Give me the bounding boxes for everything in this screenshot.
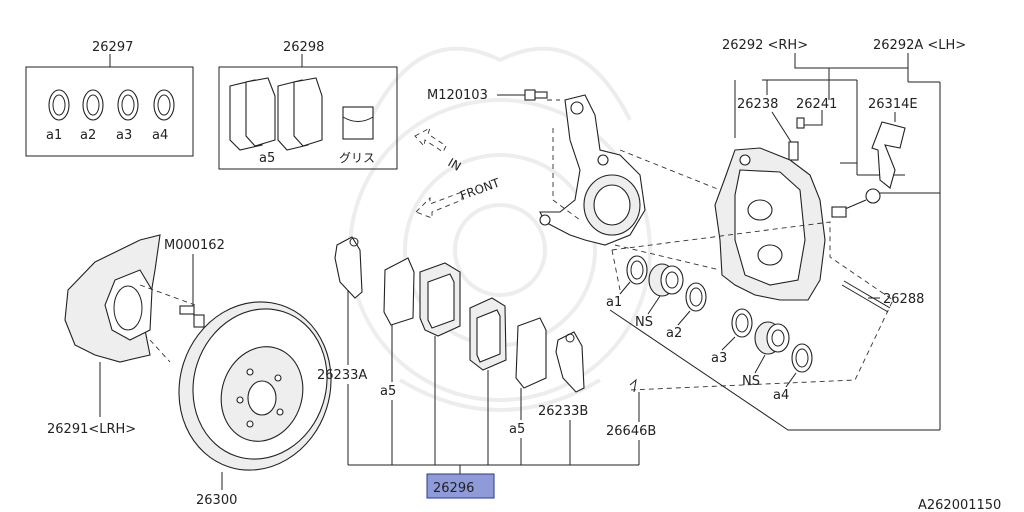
brake-caliper xyxy=(714,147,826,301)
piston-ns1 xyxy=(648,263,684,297)
piston-seal-a1 xyxy=(626,255,648,285)
label-caliper-rh[interactable]: 26292 <RH> xyxy=(722,38,808,53)
seal-kit-box xyxy=(25,66,194,157)
pad-spring-clip xyxy=(871,121,906,189)
brake-rotor xyxy=(178,301,332,471)
label-shim-inner[interactable]: 26233A xyxy=(317,368,367,383)
label-seal-a1: a1 xyxy=(46,128,62,143)
label-shim-inner-a5: a5 xyxy=(380,384,396,399)
label-piston-a3: a3 xyxy=(711,351,727,366)
label-seal-a2: a2 xyxy=(80,128,96,143)
label-bleeder[interactable]: 26238 xyxy=(737,97,778,112)
arrow-in-icon xyxy=(414,127,447,153)
label-caliper-lh[interactable]: 26292A <LH> xyxy=(873,38,966,53)
diagram-id: A262001150 xyxy=(918,498,1001,512)
label-pad-kit-a5: a5 xyxy=(259,151,275,166)
pad-kit-box xyxy=(218,66,398,170)
cover-bolt xyxy=(179,305,205,328)
steering-knuckle xyxy=(539,94,646,246)
label-piston-a4: a4 xyxy=(773,388,789,403)
label-seal-a3: a3 xyxy=(116,128,132,143)
label-piston-ns1: NS xyxy=(635,315,653,330)
label-piston-ns2: NS xyxy=(742,374,760,389)
label-piston-a2: a2 xyxy=(666,326,682,341)
label-spring[interactable]: 26314E xyxy=(868,97,918,112)
label-seal-a4: a4 xyxy=(152,128,168,143)
piston-seal-a3 xyxy=(731,308,753,338)
label-bleeder-cap[interactable]: 26241 xyxy=(796,97,837,112)
label-seal-kit[interactable]: 26297 xyxy=(92,40,133,55)
pad-pin xyxy=(841,280,891,313)
piston-ns2 xyxy=(754,321,790,355)
piston-seal-a2 xyxy=(685,282,707,312)
inner-pad xyxy=(419,262,461,337)
label-pin[interactable]: 26288 xyxy=(883,292,924,307)
pad-kit-shims xyxy=(229,77,323,151)
label-clip[interactable]: 26646B xyxy=(606,424,656,439)
grease-pack-icon xyxy=(342,106,374,140)
label-cover[interactable]: 26291<LRH> xyxy=(47,422,136,437)
label-shim-outer[interactable]: 26233B xyxy=(538,404,588,419)
label-shim-outer-a5: a5 xyxy=(509,422,525,437)
pad-set-highlight[interactable] xyxy=(426,473,495,499)
label-arrow-front: FRONT xyxy=(458,175,502,202)
label-pad-set[interactable]: 26296 xyxy=(433,481,474,496)
knuckle-bolt xyxy=(524,89,548,101)
outer-shim-a5 xyxy=(515,317,547,389)
label-bolt-knuckle[interactable]: M120103 xyxy=(427,88,488,103)
pad-set-leaders xyxy=(347,290,640,474)
label-arrow-in: IN xyxy=(446,155,464,173)
label-rotor[interactable]: 26300 xyxy=(196,493,237,508)
caliper-bolt xyxy=(831,188,881,218)
outer-pad xyxy=(469,297,507,371)
arrow-front-icon xyxy=(415,191,463,219)
seal-rings xyxy=(48,89,175,121)
label-bolt-cover[interactable]: M000162 xyxy=(164,238,225,253)
piston-seal-a4 xyxy=(791,343,813,373)
pad-clip xyxy=(629,378,637,393)
label-grease: グリス xyxy=(339,151,375,165)
label-piston-a1: a1 xyxy=(606,295,622,310)
label-pad-kit[interactable]: 26298 xyxy=(283,40,324,55)
dust-cover xyxy=(64,234,161,363)
inner-shim-a5 xyxy=(383,257,415,326)
inner-shim-26233a xyxy=(334,236,363,299)
outer-shim-26233b xyxy=(555,331,585,393)
bleeder-screw xyxy=(788,117,805,161)
